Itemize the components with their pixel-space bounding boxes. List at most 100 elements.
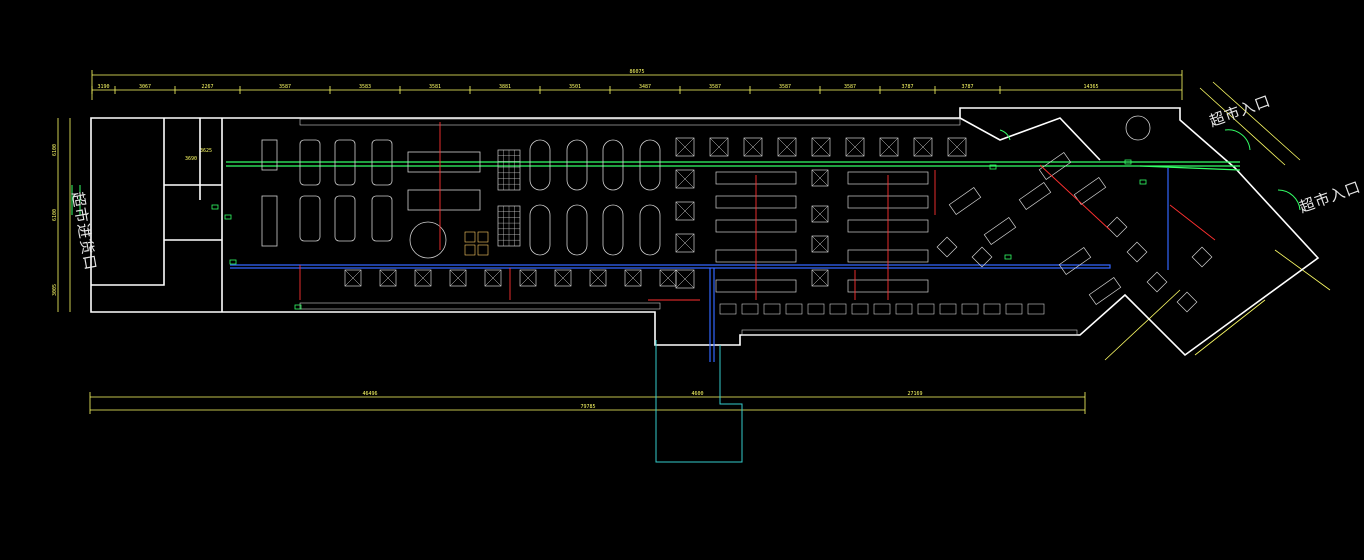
- equipment-marker: [1124, 159, 1132, 165]
- dimension-value-left: 3005: [52, 284, 58, 296]
- pallet-frame: [811, 235, 829, 253]
- angled-display: [1073, 176, 1107, 206]
- pallet-frame: [344, 269, 362, 287]
- pallet-frame: [675, 137, 695, 157]
- wall-shelf-bottom-right: [741, 329, 1078, 336]
- pallet-display: [554, 269, 572, 287]
- dimension-value: 3067: [139, 84, 151, 90]
- angled-display: [1038, 151, 1072, 181]
- pallet-cross: [484, 269, 502, 287]
- pallet-display: [811, 235, 829, 253]
- pallet-display: [743, 137, 763, 157]
- pallet-display: [379, 269, 397, 287]
- checkout-unit: [961, 303, 979, 315]
- grid-rack: [497, 149, 521, 191]
- pallet-display: [947, 137, 967, 157]
- pallet-display: [811, 269, 829, 287]
- produce-table: [566, 204, 588, 256]
- dimension-ticks-top: [91, 86, 1001, 94]
- checkout-unit: [763, 303, 781, 315]
- wall-shelf-top: [299, 118, 961, 126]
- pallet-cross: [811, 269, 829, 287]
- dimension-value: 2267: [201, 84, 213, 90]
- dimension-value: 3583: [359, 84, 371, 90]
- pallet-cross: [675, 137, 695, 157]
- cube-display: [971, 246, 993, 268]
- pallet-frame: [811, 137, 831, 157]
- pallet-cross: [675, 233, 695, 253]
- pallet-frame: [845, 137, 865, 157]
- pallet-cross: [811, 169, 829, 187]
- display-island: [261, 195, 278, 247]
- produce-table: [602, 139, 624, 191]
- angled-display: [1018, 181, 1052, 211]
- display-island: [371, 139, 393, 186]
- pallet-display: [589, 269, 607, 287]
- checkout-unit: [895, 303, 913, 315]
- angled-display: [983, 216, 1017, 246]
- pallet-cross: [811, 137, 831, 157]
- dimension-value: 3587: [709, 84, 721, 90]
- small-fixture: [477, 244, 489, 256]
- gondola: [407, 189, 481, 211]
- small-fixture: [464, 244, 476, 256]
- wall-shelf-bottom: [299, 302, 661, 310]
- dimension-total-bottom: 79785: [580, 404, 595, 410]
- dimension-value: 14365: [1083, 84, 1098, 90]
- cube-display: [1106, 216, 1128, 238]
- produce-table: [529, 204, 551, 256]
- checkout-unit: [983, 303, 1001, 315]
- pallet-cross: [379, 269, 397, 287]
- pallet-display: [913, 137, 933, 157]
- equipment-marker: [224, 214, 232, 220]
- pallet-cross: [879, 137, 899, 157]
- pallet-cross: [913, 137, 933, 157]
- checkout-unit: [1027, 303, 1045, 315]
- pallet-cross: [344, 269, 362, 287]
- equipment-marker: [1004, 254, 1012, 260]
- exterior-walls: [90, 107, 1320, 357]
- annex-walls: [655, 340, 743, 463]
- display-island: [299, 139, 321, 186]
- equipment-marker: [1139, 179, 1147, 185]
- checkout-unit: [851, 303, 869, 315]
- pallet-cross: [743, 137, 763, 157]
- cube-display: [1146, 271, 1168, 293]
- produce-table: [639, 204, 661, 256]
- checkout-unit: [829, 303, 847, 315]
- dimension-value-left: 6100: [52, 209, 58, 221]
- pallet-frame: [554, 269, 572, 287]
- dimension-value: 3487: [639, 84, 651, 90]
- checkout-unit: [741, 303, 759, 315]
- cube-display: [1126, 241, 1148, 263]
- checkout-unit: [1005, 303, 1023, 315]
- pallet-frame: [811, 205, 829, 223]
- pallet-display: [519, 269, 537, 287]
- checkout-unit: [719, 303, 737, 315]
- pallet-display: [811, 205, 829, 223]
- pallet-cross: [845, 137, 865, 157]
- dimension-value: 3881: [499, 84, 511, 90]
- pallet-cross: [811, 235, 829, 253]
- display-island: [261, 139, 278, 171]
- cube-display: [936, 236, 958, 258]
- pallet-cross: [589, 269, 607, 287]
- pallet-display: [624, 269, 642, 287]
- pallet-display: [777, 137, 797, 157]
- equipment-marker: [211, 204, 219, 210]
- angled-display: [1088, 276, 1122, 306]
- dimension-total-top: 86075: [629, 69, 644, 75]
- pallet-display: [675, 201, 695, 221]
- checkout-unit: [785, 303, 803, 315]
- entrance-door-marks: [71, 129, 1301, 215]
- pallet-cross: [414, 269, 432, 287]
- pallet-cross: [777, 137, 797, 157]
- pallet-display: [879, 137, 899, 157]
- pallet-cross: [675, 201, 695, 221]
- pallet-frame: [519, 269, 537, 287]
- dimension-value-bottom: 46496: [362, 391, 377, 397]
- dimension-value: 3587: [279, 84, 291, 90]
- pallet-frame: [449, 269, 467, 287]
